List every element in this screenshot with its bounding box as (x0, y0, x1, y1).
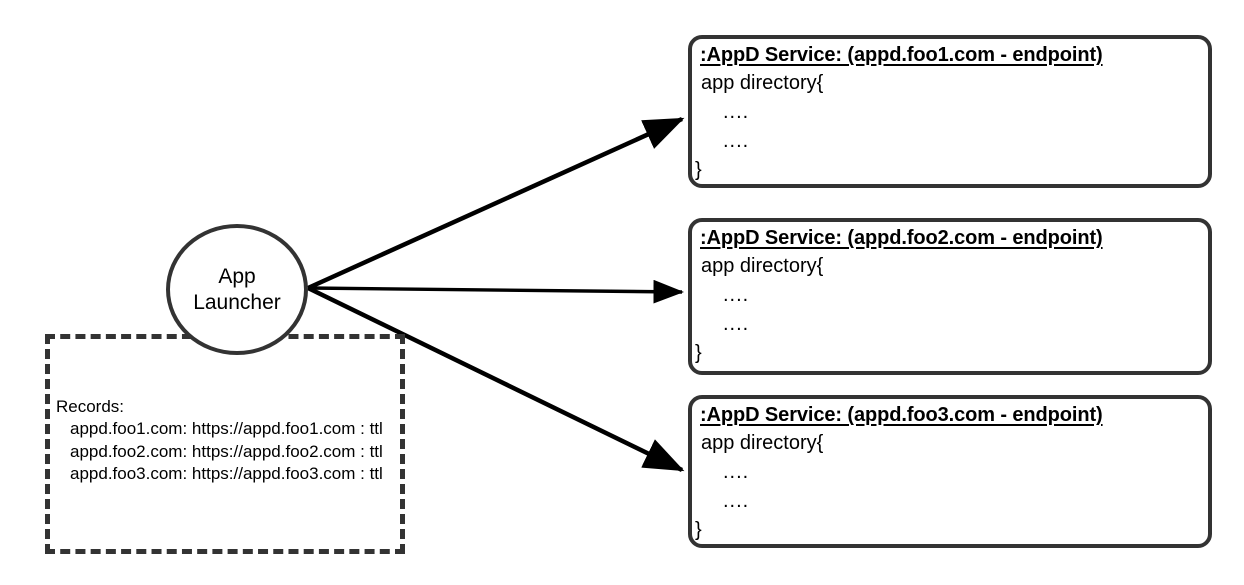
service-3-title: :AppD Service: (appd.foo3.com - endpoint… (700, 404, 1103, 426)
service-2-dots-2: .... (723, 313, 750, 335)
service-3-body: app directory{ .... .... } (692, 429, 1208, 545)
service-2-open-line: app directory{ (701, 255, 824, 277)
records-text-block: Records: appd.foo1.com: https://appd.foo… (56, 396, 383, 486)
connector-launcher-to-service-2 (307, 279, 685, 304)
service-2-close-line: } (695, 342, 702, 364)
service-3-dots-1: .... (723, 461, 750, 483)
service-1-dots-2: .... (723, 130, 750, 152)
app-launcher-node[interactable]: App Launcher (166, 224, 308, 355)
service-1-title: :AppD Service: (appd.foo1.com - endpoint… (700, 44, 1103, 66)
record-entry-1: appd.foo1.com: https://appd.foo1.com : t… (70, 419, 383, 439)
service-1-close-line: } (695, 159, 702, 181)
service-box-3[interactable]: :AppD Service: (appd.foo3.com - endpoint… (688, 395, 1212, 548)
service-2-title: :AppD Service: (appd.foo2.com - endpoint… (700, 227, 1103, 249)
service-1-open-line: app directory{ (701, 72, 824, 94)
service-2-dots-1: .... (723, 284, 750, 306)
record-entry-3: appd.foo3.com: https://appd.foo3.com : t… (70, 464, 383, 484)
service-1-dots-1: .... (723, 101, 750, 123)
service-2-body: app directory{ .... .... } (692, 252, 1208, 368)
service-3-dots-2: .... (723, 490, 750, 512)
records-heading: Records: (56, 397, 125, 416)
service-box-1[interactable]: :AppD Service: (appd.foo1.com - endpoint… (688, 35, 1212, 188)
service-3-open-line: app directory{ (701, 432, 824, 454)
records-list: appd.foo1.com: https://appd.foo1.com : t… (56, 418, 383, 485)
connector-launcher-to-service-1 (307, 116, 685, 291)
app-launcher-label-line-2: Launcher (193, 290, 281, 314)
service-box-2[interactable]: :AppD Service: (appd.foo2.com - endpoint… (688, 218, 1212, 375)
service-3-close-line: } (695, 519, 702, 541)
record-entry-2: appd.foo2.com: https://appd.foo2.com : t… (70, 441, 383, 461)
app-launcher-label-line-1: App (218, 264, 256, 288)
service-1-body: app directory{ .... .... } (692, 69, 1208, 185)
